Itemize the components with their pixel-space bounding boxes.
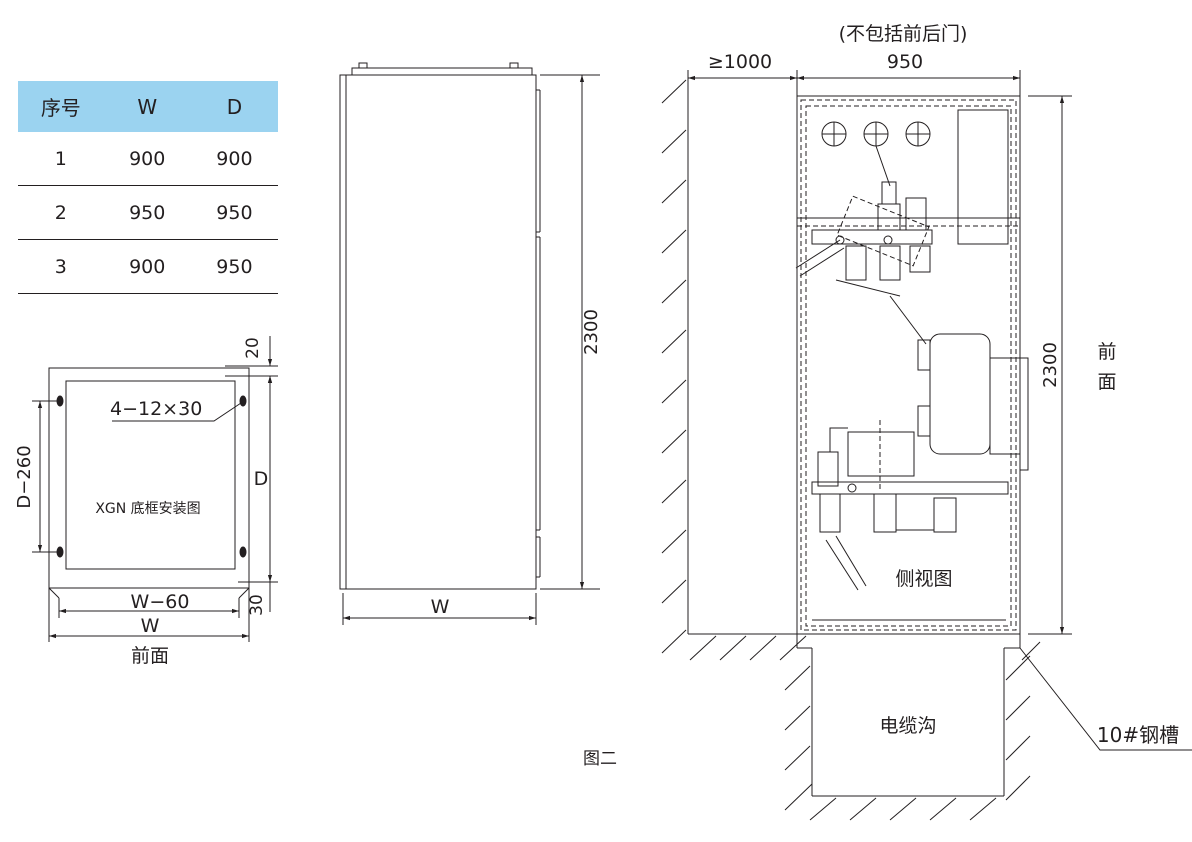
upper-disconnect-switch <box>795 181 933 297</box>
side-note-label: (不包括前后门) <box>839 23 968 45</box>
cabinet-side-outline <box>796 95 1021 635</box>
circuit-breaker <box>917 333 1021 455</box>
front-side-label-1: 前 <box>1097 341 1116 363</box>
meter-group <box>821 121 931 147</box>
table-header-w: W <box>103 81 191 132</box>
dim-left-label: D−260 <box>14 445 35 508</box>
base-frame-inner <box>65 380 236 570</box>
side-height-label: 2300 <box>1040 342 1061 388</box>
table-header-row: 序号 W D <box>18 81 278 132</box>
table-row: 1 900 900 <box>18 132 278 186</box>
table-cell: 900 <box>103 132 191 186</box>
table-cell: 2 <box>18 185 104 240</box>
table-header-index: 序号 <box>18 81 104 132</box>
channel-steel-leader <box>1019 647 1192 751</box>
side-view-title: 侧视图 <box>895 568 952 590</box>
table-cell: 950 <box>190 185 278 240</box>
cabinet-inner-dashed <box>805 105 1012 627</box>
mounting-hole <box>239 395 247 407</box>
current-transformer <box>811 420 1009 591</box>
table-header-d: D <box>190 81 278 132</box>
trench-hatch <box>784 641 1041 821</box>
dimension-table: 序号 W D 1 900 900 2 950 950 3 900 950 <box>18 81 278 294</box>
table-row: 3 900 950 <box>18 239 278 294</box>
table-cell: 900 <box>103 239 191 294</box>
table-row: 2 950 950 <box>18 185 278 240</box>
base-frame-drawing <box>32 336 278 642</box>
base-frame-title: XGN 底框安装图 <box>95 501 200 517</box>
cable-trench-label: 电缆沟 <box>879 715 936 737</box>
front-side-label-2: 面 <box>1097 371 1116 393</box>
hole-spec-label: 4−12×30 <box>110 398 202 420</box>
figure-caption: 图二 <box>583 749 617 769</box>
side-width-label: 950 <box>887 51 923 73</box>
base-front-label: 前面 <box>131 645 169 667</box>
dim-top-label: 20 <box>243 337 263 359</box>
cabinet-front-outline <box>339 74 537 590</box>
side-view-drawing <box>661 70 1192 821</box>
front-view-drawing <box>339 62 600 625</box>
wall-hatch <box>661 79 807 661</box>
clearance-label: ≥1000 <box>708 51 772 73</box>
dim-bottom-right-label: 30 <box>247 594 267 616</box>
table-cell: 1 <box>18 132 104 186</box>
front-width-label: W <box>431 596 450 618</box>
dim-width-label: W <box>141 615 160 637</box>
table-cell: 950 <box>103 185 191 240</box>
table-cell: 950 <box>190 239 278 294</box>
base-frame-outer <box>48 367 250 589</box>
front-height-label: 2300 <box>581 309 602 355</box>
table-cell: 3 <box>18 239 104 294</box>
dim-inner-width-label: W−60 <box>131 591 190 613</box>
table-cell: 900 <box>190 132 278 186</box>
mounting-hole <box>239 546 247 558</box>
dim-right-label: D <box>254 468 269 490</box>
channel-steel-label: 10#钢槽 <box>1097 723 1179 747</box>
